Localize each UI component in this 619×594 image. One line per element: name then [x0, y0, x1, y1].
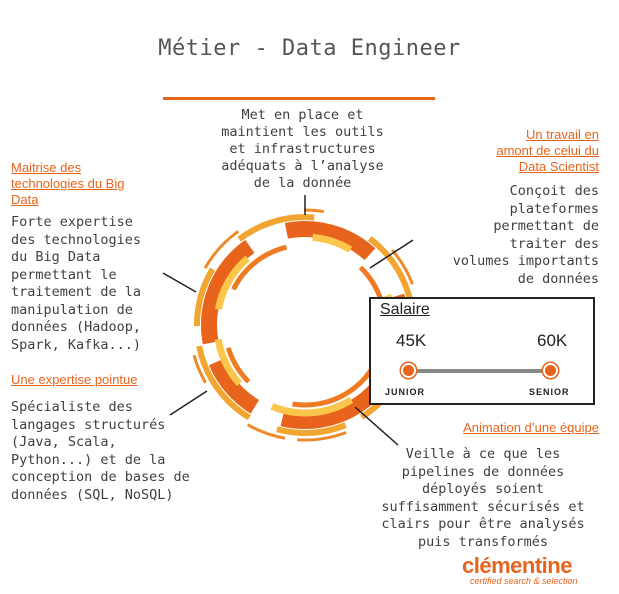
right-block-2-heading: Animation d’une équipe: [463, 420, 599, 435]
salary-senior-dot: [543, 363, 558, 378]
connector-left-upper: [162, 272, 197, 293]
connector-left-lower: [169, 390, 208, 416]
salary-senior-value: 60K: [537, 331, 568, 350]
right-block-1-body: Conçoit des plateformes permettant de tr…: [452, 183, 599, 287]
salary-range-line: [407, 369, 551, 373]
right-block-1-heading: Un travail en amont de celui du Data Sci…: [496, 127, 599, 174]
title-underline: [163, 97, 435, 100]
salary-senior-label: SENIOR: [529, 387, 570, 397]
clementine-logo: clémentine: [462, 553, 572, 578]
salary-junior-label: JUNIOR: [385, 387, 426, 397]
salary-title: Salaire: [380, 301, 430, 318]
salary-junior-dot: [401, 363, 416, 378]
left-block-1-heading: Maitrise des technologies du Big Data: [11, 160, 125, 207]
left-block-2-heading: Une expertise pointue: [11, 372, 138, 387]
salary-junior-value: 45K: [396, 331, 427, 350]
left-block-1-body: Forte expertise des technologies du Big …: [11, 214, 142, 353]
right-block-2-body: Veille à ce que les pipelines de données…: [381, 446, 585, 550]
left-block-2-body: Spécialiste des langages structurés (Jav…: [11, 399, 190, 503]
top-description: Met en place et maintient les outils et …: [221, 107, 384, 191]
connector-bottom-right: [354, 406, 399, 446]
page-title: Métier - Data Engineer: [158, 36, 461, 61]
connector-top-right: [369, 239, 414, 269]
ring-inner-light-arc: [213, 233, 397, 417]
clementine-tagline: certified search & selection: [470, 576, 578, 586]
salary-card: Salaire 45K 60K JUNIOR SENIOR: [369, 297, 595, 405]
ring-inner-arc: [222, 242, 388, 408]
